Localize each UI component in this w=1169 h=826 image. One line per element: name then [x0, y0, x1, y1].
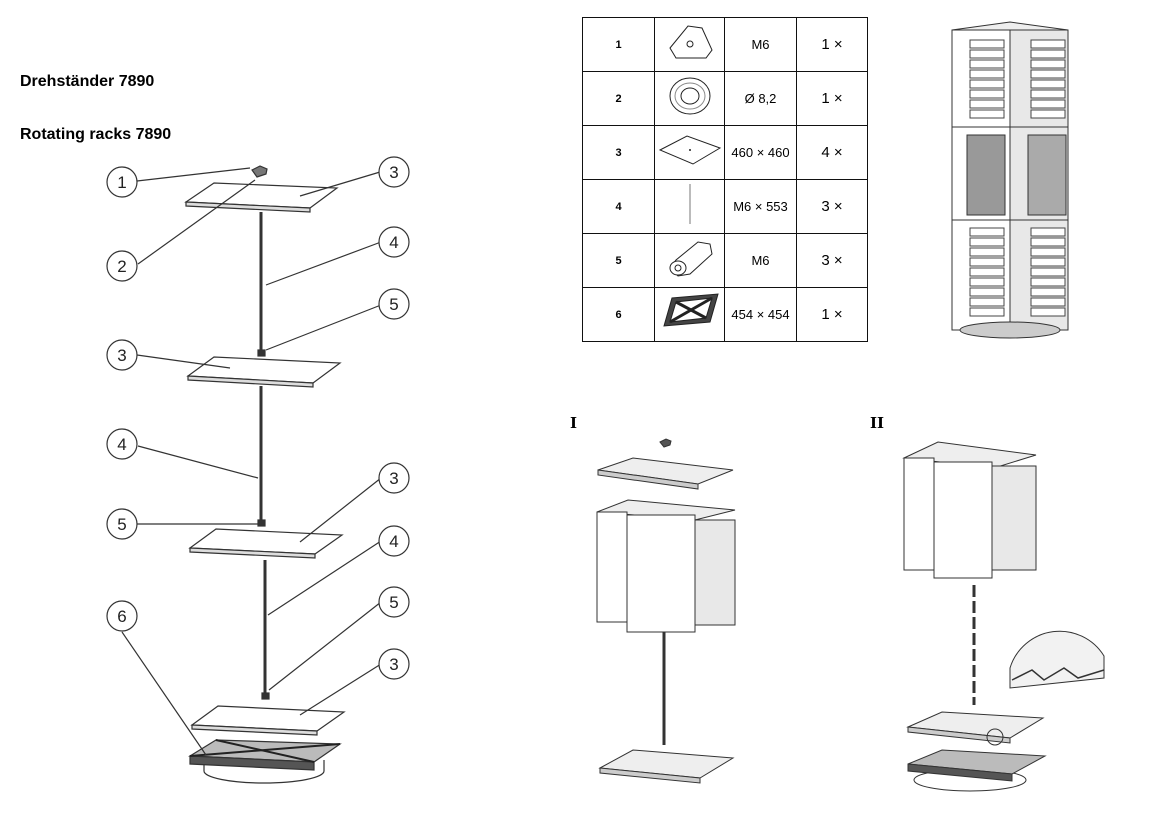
- drawer: [969, 79, 1005, 89]
- coupling-middle: [257, 519, 266, 527]
- part-dimension: M6: [724, 17, 797, 72]
- parts-row: 5 M6 3 ×: [582, 233, 868, 288]
- plate-second: [186, 356, 342, 388]
- stage-label-one: I: [570, 414, 578, 432]
- drawer: [969, 297, 1005, 307]
- drawer: [969, 267, 1005, 277]
- drawer: [969, 307, 1005, 317]
- parts-row: 4 M6 × 553 3 ×: [582, 179, 868, 234]
- drawer: [1030, 287, 1066, 297]
- callout-5: 5: [117, 515, 126, 534]
- drawer: [1030, 99, 1066, 109]
- drawer: [1030, 307, 1066, 317]
- coupling-upper: [257, 349, 266, 357]
- plate-icon: [658, 135, 721, 165]
- threaded-rod-icon: [689, 184, 690, 224]
- part-quantity: 4 ×: [796, 125, 868, 180]
- part-dimension: M6: [724, 233, 797, 288]
- callout-3: 3: [389, 655, 398, 674]
- drawer: [1030, 59, 1066, 69]
- rotating-base-icon: [662, 293, 719, 327]
- part-number: 1: [582, 17, 655, 72]
- drawer: [969, 227, 1005, 237]
- part-dimension: 454 × 454: [724, 287, 797, 342]
- drawer: [1030, 69, 1066, 79]
- part-quantity: 1 ×: [796, 71, 868, 126]
- callout-2: 2: [117, 257, 126, 276]
- title-german: Drehständer 7890: [20, 73, 155, 90]
- drawer: [969, 49, 1005, 59]
- callout-4: 4: [389, 532, 398, 551]
- part-number: 6: [582, 287, 655, 342]
- title-english: Rotating racks 7890: [20, 126, 172, 143]
- stage-two-illustration: [902, 441, 1105, 792]
- callout-5: 5: [389, 295, 398, 314]
- drawer: [1030, 297, 1066, 307]
- part-number: 2: [582, 71, 655, 126]
- stage-one-illustration: [596, 438, 736, 784]
- parts-row: 2 Ø 8,2 1 ×: [582, 71, 868, 126]
- callout-6: 6: [117, 607, 126, 626]
- drawer: [969, 277, 1005, 287]
- parts-row: 3 460 × 460 4 ×: [582, 125, 868, 180]
- drawer: [1030, 109, 1066, 119]
- part-quantity: 3 ×: [796, 233, 868, 288]
- callout-1: 1: [117, 173, 126, 192]
- callout-3: 3: [389, 163, 398, 182]
- part-number: 4: [582, 179, 655, 234]
- stage-label-two: II: [870, 414, 885, 432]
- drawer: [1030, 257, 1066, 267]
- plate-bottom: [190, 705, 346, 736]
- part-quantity: 1 ×: [796, 17, 868, 72]
- drawer: [969, 247, 1005, 257]
- drawer: [1030, 277, 1066, 287]
- drawer: [1030, 247, 1066, 257]
- callout-4: 4: [117, 435, 126, 454]
- drawer: [969, 89, 1005, 99]
- callout-4: 4: [389, 233, 398, 252]
- parts-table: 1 M6 1 × 2 Ø 8,2 1 × 3 460 × 460 4 × 4 M…: [582, 17, 868, 342]
- drawer: [1030, 39, 1066, 49]
- part-number: 3: [582, 125, 655, 180]
- drawer: [969, 287, 1005, 297]
- part-quantity: 1 ×: [796, 287, 868, 342]
- washer-icon: [669, 77, 710, 115]
- drawer: [1030, 49, 1066, 59]
- callout-3: 3: [117, 346, 126, 365]
- drawer: [969, 99, 1005, 109]
- drawer: [1030, 227, 1066, 237]
- part-dimension: 460 × 460: [724, 125, 797, 180]
- parts-row: 6 454 × 454 1 ×: [582, 287, 868, 342]
- drawer: [969, 59, 1005, 69]
- plate-third: [188, 528, 344, 559]
- drawer: [1030, 89, 1066, 99]
- drawer: [969, 237, 1005, 247]
- coupling-lower: [261, 692, 270, 700]
- part-quantity: 3 ×: [796, 179, 868, 234]
- cap-nut-top: [251, 165, 268, 178]
- drawer: [1030, 79, 1066, 89]
- callout-3: 3: [389, 469, 398, 488]
- callout-5: 5: [389, 593, 398, 612]
- part-dimension: Ø 8,2: [724, 71, 797, 126]
- plate-top: [184, 182, 339, 213]
- part-dimension: M6 × 553: [724, 179, 797, 234]
- hex-coupling-nut-icon: [668, 241, 713, 277]
- drawer: [1030, 267, 1066, 277]
- part-number: 5: [582, 233, 655, 288]
- drawer: [969, 109, 1005, 119]
- rotating-base: [188, 739, 342, 784]
- drawer: [969, 257, 1005, 267]
- parts-row: 1 M6 1 ×: [582, 17, 868, 72]
- cap-nut-icon: [668, 25, 713, 59]
- drawer: [969, 39, 1005, 49]
- drawer: [1030, 237, 1066, 247]
- assembled-rack-illustration: [951, 21, 1069, 339]
- drawer: [969, 69, 1005, 79]
